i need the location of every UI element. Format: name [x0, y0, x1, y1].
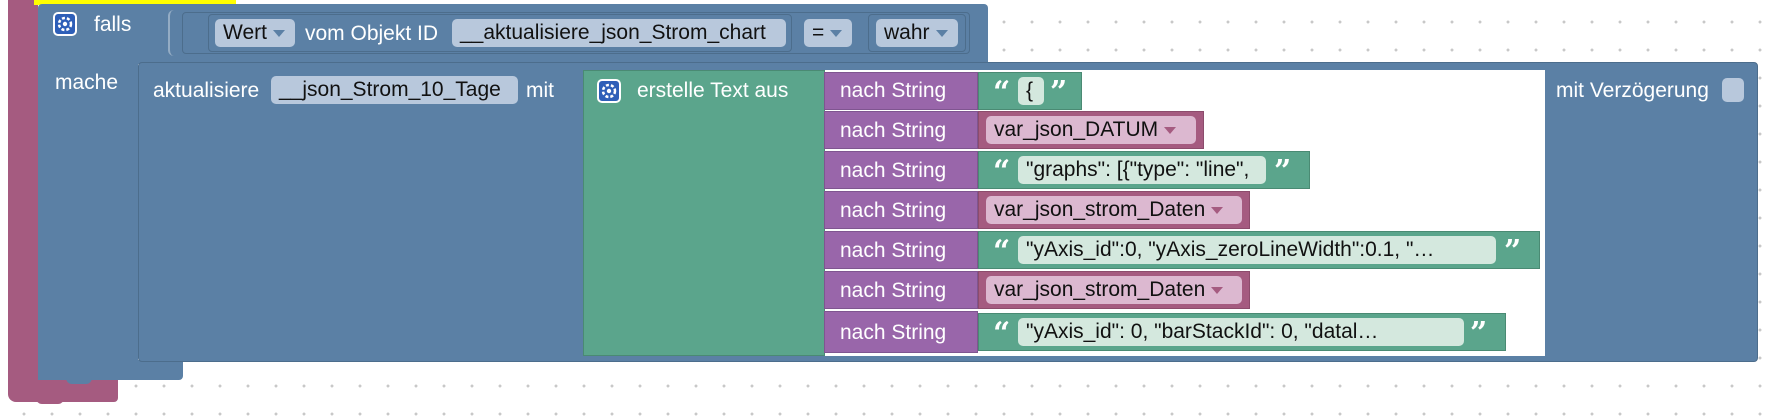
condition-socket	[168, 10, 982, 56]
from-object-label: vom Objekt ID	[305, 22, 439, 45]
if-block-footer-notch	[66, 378, 92, 384]
text-join-label: erstelle Text aus	[637, 79, 789, 102]
to-string-block[interactable]	[824, 151, 978, 189]
chevron-down-icon	[272, 29, 285, 37]
text-literal-value[interactable]: "yAxis_id":0, "yAxis_zeroLineWidth":0.1,…	[1018, 236, 1496, 264]
chevron-down-icon	[830, 29, 843, 37]
to-string-block[interactable]	[824, 271, 978, 309]
variable-dropdown[interactable]: var_json_strom_Daten	[986, 276, 1242, 304]
text-literal-value[interactable]: "yAxis_id": 0, "barStackId": 0, "datal…	[1018, 318, 1464, 346]
if-block-gear-icon[interactable]	[53, 12, 77, 36]
variable-dropdown[interactable]: var_json_DATUM	[986, 116, 1196, 144]
if-block-footer	[38, 360, 183, 380]
to-string-label: nach String	[840, 119, 947, 142]
to-string-label: nach String	[840, 279, 947, 302]
to-string-label: nach String	[840, 79, 947, 102]
variable-name: var_json_strom_Daten	[994, 198, 1206, 221]
close-quote-icon: ”	[1274, 154, 1292, 189]
with-label: mit	[526, 79, 554, 102]
value-type-dropdown[interactable]: Wert	[215, 19, 295, 47]
if-keyword: falls	[94, 13, 132, 36]
delay-label: mit Verzögerung	[1556, 79, 1709, 102]
update-target-field[interactable]: __json_Strom_10_Tage	[271, 76, 518, 104]
chevron-down-icon	[1211, 206, 1224, 214]
variable-name: var_json_strom_Daten	[994, 278, 1206, 301]
text-join-gear-icon[interactable]	[597, 79, 621, 103]
chevron-down-icon	[935, 29, 948, 37]
open-quote-icon: “	[993, 234, 1011, 269]
to-string-block[interactable]	[824, 231, 978, 269]
to-string-label: nach String	[840, 199, 947, 222]
text-join-block[interactable]	[583, 70, 825, 356]
to-string-label: nach String	[840, 159, 947, 182]
close-quote-icon: ”	[1504, 234, 1522, 269]
update-keyword: aktualisiere	[153, 79, 260, 102]
variable-name: var_json_DATUM	[994, 118, 1159, 141]
to-string-block[interactable]	[824, 72, 978, 110]
delay-checkbox[interactable]	[1722, 78, 1744, 102]
open-quote-icon: “	[993, 316, 1011, 351]
event-block-notch	[36, 398, 64, 404]
operator-label: =	[812, 21, 825, 44]
to-string-block[interactable]	[824, 111, 978, 149]
boolean-label: wahr	[884, 21, 930, 44]
to-string-block[interactable]	[824, 311, 978, 353]
object-id-field[interactable]: __aktualisiere_json_Strom_chart	[452, 19, 786, 47]
chevron-down-icon	[1164, 126, 1177, 134]
event-block-bottom	[8, 380, 118, 402]
event-block-outline	[8, 0, 38, 398]
open-quote-icon: “	[993, 75, 1011, 110]
value-type-dropdown-label: Wert	[223, 21, 267, 44]
open-quote-icon: “	[993, 154, 1011, 189]
if-block-left-rail	[38, 60, 138, 380]
text-literal-value[interactable]: "graphs": [{"type": "line",	[1018, 156, 1266, 184]
to-string-label: nach String	[840, 239, 947, 262]
selection-highlight	[34, 0, 236, 5]
close-quote-icon: ”	[1470, 316, 1488, 351]
text-literal-value[interactable]: {	[1018, 77, 1044, 105]
do-keyword: mache	[55, 71, 119, 94]
boolean-dropdown[interactable]: wahr	[876, 19, 958, 47]
close-quote-icon: ”	[1050, 75, 1068, 110]
to-string-label: nach String	[840, 321, 947, 344]
variable-dropdown[interactable]: var_json_strom_Daten	[986, 196, 1242, 224]
to-string-block[interactable]	[824, 191, 978, 229]
chevron-down-icon	[1211, 286, 1224, 294]
operator-dropdown[interactable]: =	[804, 19, 852, 47]
